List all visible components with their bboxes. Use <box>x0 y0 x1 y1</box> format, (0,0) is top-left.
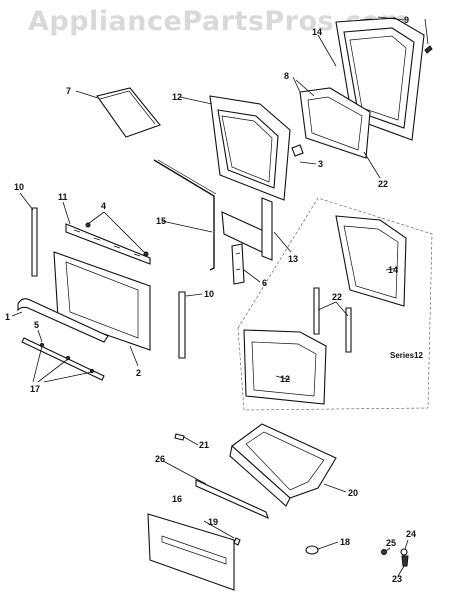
part-19-clip[interactable] <box>233 537 241 546</box>
callout-22: 22 <box>378 179 388 189</box>
part-1-door-handle[interactable] <box>17 298 109 343</box>
part-7-door-glass[interactable] <box>96 87 161 138</box>
part-24-nut[interactable] <box>400 548 408 556</box>
part-5-door-bottom-trim[interactable] <box>21 337 105 381</box>
callout-19: 19 <box>208 517 218 527</box>
part-8-inner-window[interactable] <box>299 87 371 159</box>
callout-23: 23 <box>392 574 402 584</box>
series-label: Series12 <box>390 351 423 360</box>
part-13-door-side-trim[interactable] <box>221 197 273 261</box>
part-26-drawer-rail[interactable] <box>195 479 269 520</box>
part-16-drawer-front[interactable] <box>147 513 235 591</box>
part-23-bolt[interactable] <box>401 555 409 567</box>
part-11-door-vent-trim[interactable] <box>65 223 151 265</box>
callout-12: 12 <box>172 92 182 102</box>
part-18-drawer-stop[interactable] <box>305 545 319 555</box>
callout-24: 24 <box>406 529 416 539</box>
part-25-screw[interactable] <box>381 549 387 555</box>
callout-22: 22 <box>332 292 342 302</box>
part-12-variant-inner-frame[interactable] <box>243 329 327 405</box>
callout-6: 6 <box>262 278 267 288</box>
part-21-pin[interactable] <box>174 433 185 441</box>
series12-variant-box <box>237 197 433 411</box>
callout-10: 10 <box>204 289 214 299</box>
leader-lines <box>11 16 429 577</box>
callout-20: 20 <box>348 488 358 498</box>
callout-14: 14 <box>312 27 322 37</box>
callout-15: 15 <box>156 216 166 226</box>
callout-8: 8 <box>284 71 289 81</box>
callout-12: 12 <box>280 374 290 384</box>
callout-5: 5 <box>34 320 39 330</box>
callout-17: 17 <box>30 384 40 394</box>
callout-26: 26 <box>155 454 165 464</box>
part-10-side-trim-center[interactable] <box>178 291 186 359</box>
callout-10: 10 <box>14 182 24 192</box>
callout-1: 1 <box>5 312 10 322</box>
callout-11: 11 <box>58 192 68 202</box>
part-12-inner-door-frame[interactable] <box>209 95 291 201</box>
callout-25: 25 <box>386 538 396 548</box>
part-14-variant-outer-panel[interactable] <box>335 215 407 307</box>
callout-9: 9 <box>404 15 409 25</box>
part-6-hinge[interactable] <box>231 243 245 285</box>
part-20-storage-drawer[interactable] <box>229 423 337 507</box>
part-3-clip[interactable] <box>291 144 304 157</box>
callout-16: 16 <box>172 494 182 504</box>
callout-4: 4 <box>101 201 106 211</box>
callout-14: 14 <box>388 265 398 275</box>
part-2-outer-door-glass[interactable] <box>53 251 151 351</box>
part-10-side-trim-left[interactable] <box>31 207 38 277</box>
part-9-screw[interactable] <box>424 45 433 54</box>
part-15-door-gasket[interactable] <box>153 159 217 271</box>
callout-3: 3 <box>318 159 323 169</box>
callout-7: 7 <box>66 86 71 96</box>
part-22-variant-side-trims[interactable] <box>313 287 352 353</box>
callout-2: 2 <box>136 368 141 378</box>
callout-13: 13 <box>288 254 298 264</box>
callout-18: 18 <box>340 537 350 547</box>
callout-21: 21 <box>199 440 209 450</box>
callout-labels: 9 14 7 12 8 3 22 10 11 4 15 13 6 10 1 5 … <box>5 15 423 584</box>
